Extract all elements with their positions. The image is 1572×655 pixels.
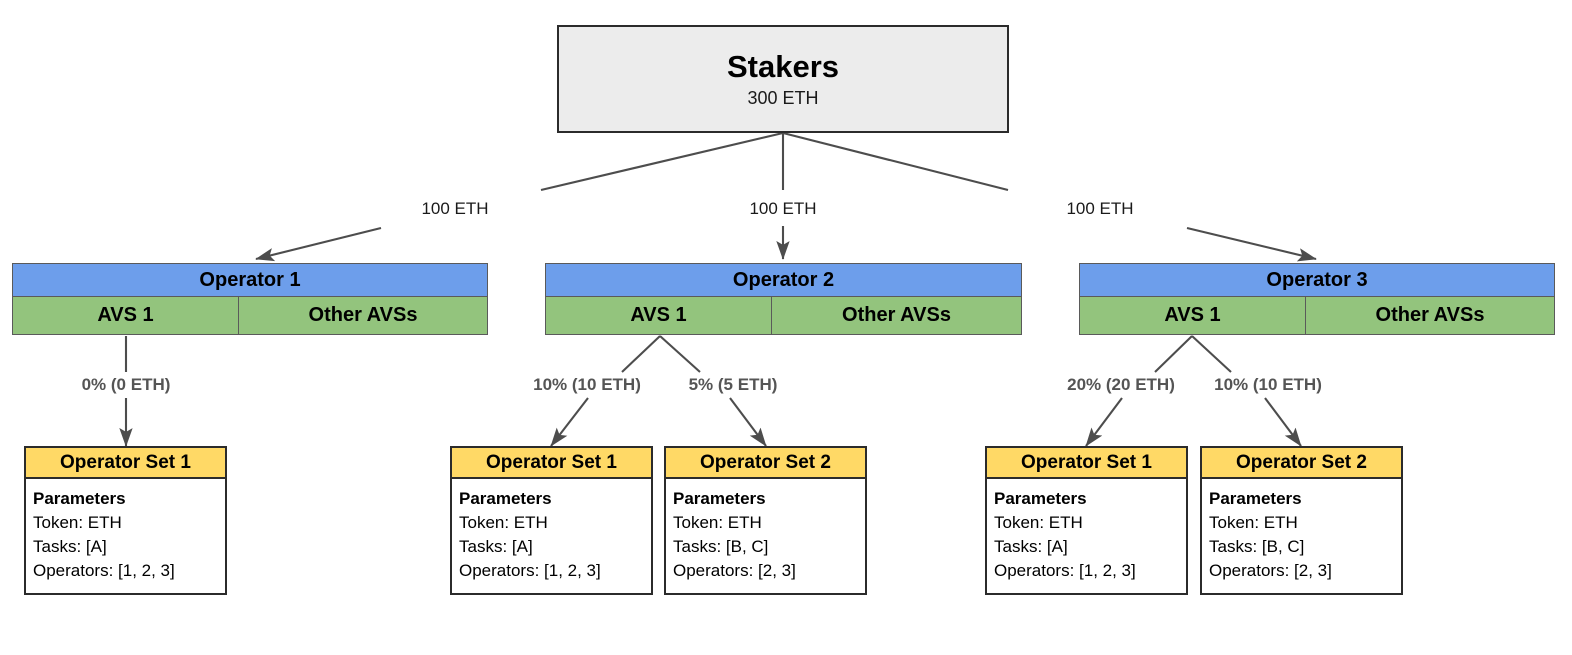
parameter-tasks: Tasks: [A] xyxy=(994,537,1068,557)
allocation-label-op3-set2: 10% (10 ETH) xyxy=(1214,375,1322,394)
operator-2-other-avss-cell[interactable]: Other AVSs xyxy=(771,297,1022,335)
operator-set-body-op3-set1: Parameters Token: ETH Tasks: [A] Operato… xyxy=(985,479,1188,595)
operator-set-title-op2-set2: Operator Set 2 xyxy=(664,446,867,479)
operator-node-3[interactable]: Operator 3 AVS 1 Other AVSs xyxy=(1079,263,1555,335)
operator-node-2[interactable]: Operator 2 AVS 1 Other AVSs xyxy=(545,263,1022,335)
operator-set-node-op3-set2[interactable]: Operator Set 2 Parameters Token: ETH Tas… xyxy=(1200,446,1403,595)
parameters-heading: Parameters xyxy=(1209,489,1302,508)
edge-label-stake-to-operator-2: 100 ETH xyxy=(749,199,817,218)
operator-set-title-op2-set1: Operator Set 1 xyxy=(450,446,653,479)
edge-stakers-to-operator-3 xyxy=(1186,226,1317,262)
operator-set-title-op1-set1: Operator Set 1 xyxy=(24,446,227,479)
parameter-operators: Operators: [1, 2, 3] xyxy=(459,561,601,581)
edge-label-stake-to-operator-1: 100 ETH xyxy=(421,199,489,218)
parameter-token: Token: ETH xyxy=(994,513,1083,533)
operator-3-other-avss-cell[interactable]: Other AVSs xyxy=(1305,297,1555,335)
operator-set-body-op2-set1: Parameters Token: ETH Tasks: [A] Operato… xyxy=(450,479,653,595)
edge-label-stake-to-operator-3: 100 ETH xyxy=(1066,199,1134,218)
edge-op2-avs-stub-right xyxy=(659,335,701,373)
parameter-tasks: Tasks: [B, C] xyxy=(1209,537,1305,557)
operator-set-body-op2-set2: Parameters Token: ETH Tasks: [B, C] Oper… xyxy=(664,479,867,595)
edge-op3-to-set2 xyxy=(1264,397,1302,447)
operator-1-avs-1-cell[interactable]: AVS 1 xyxy=(12,297,238,335)
parameter-tasks: Tasks: [A] xyxy=(459,537,533,557)
stakers-node[interactable]: Stakers 300 ETH xyxy=(557,25,1009,133)
parameter-operators: Operators: [1, 2, 3] xyxy=(33,561,175,581)
edge-op3-to-set1 xyxy=(1085,397,1123,447)
operator-set-node-op3-set1[interactable]: Operator Set 1 Parameters Token: ETH Tas… xyxy=(985,446,1188,595)
operator-2-avs-row: AVS 1 Other AVSs xyxy=(545,297,1022,335)
parameter-token: Token: ETH xyxy=(459,513,548,533)
operator-set-body-op1-set1: Parameters Token: ETH Tasks: [A] Operato… xyxy=(24,479,227,595)
operator-2-header: Operator 2 xyxy=(545,263,1022,297)
operator-1-other-avss-cell[interactable]: Other AVSs xyxy=(238,297,488,335)
operator-set-title-op3-set2: Operator Set 2 xyxy=(1200,446,1403,479)
stakers-title: Stakers xyxy=(726,48,840,84)
operator-set-node-op1-set1[interactable]: Operator Set 1 Parameters Token: ETH Tas… xyxy=(24,446,227,595)
operator-set-node-op2-set1[interactable]: Operator Set 1 Parameters Token: ETH Tas… xyxy=(450,446,653,595)
parameters-heading: Parameters xyxy=(994,489,1087,508)
allocation-label-op2-set2: 5% (5 ETH) xyxy=(688,375,778,394)
edge-stakers-trunk-left xyxy=(540,131,784,192)
edge-op2-to-set1 xyxy=(550,397,589,447)
edge-op2-to-set2 xyxy=(729,397,767,447)
operator-node-1[interactable]: Operator 1 AVS 1 Other AVSs xyxy=(12,263,488,335)
edge-op3-avs-stub-left xyxy=(1154,335,1193,373)
edge-op2-avs-stub-left xyxy=(621,335,661,373)
parameter-operators: Operators: [1, 2, 3] xyxy=(994,561,1136,581)
operator-3-avs-row: AVS 1 Other AVSs xyxy=(1079,297,1555,335)
operator-3-header: Operator 3 xyxy=(1079,263,1555,297)
parameter-tasks: Tasks: [B, C] xyxy=(673,537,769,557)
operator-3-avs-1-cell[interactable]: AVS 1 xyxy=(1079,297,1305,335)
parameter-operators: Operators: [2, 3] xyxy=(1209,561,1332,581)
operator-1-avs-row: AVS 1 Other AVSs xyxy=(12,297,488,335)
parameter-token: Token: ETH xyxy=(33,513,122,533)
parameters-heading: Parameters xyxy=(673,489,766,508)
parameters-heading: Parameters xyxy=(33,489,126,508)
operator-set-body-op3-set2: Parameters Token: ETH Tasks: [B, C] Oper… xyxy=(1200,479,1403,595)
parameters-heading: Parameters xyxy=(459,489,552,508)
operator-1-header: Operator 1 xyxy=(12,263,488,297)
allocation-label-op1-set1: 0% (0 ETH) xyxy=(81,375,171,394)
parameter-token: Token: ETH xyxy=(1209,513,1298,533)
allocation-label-op2-set1: 10% (10 ETH) xyxy=(533,375,641,394)
parameter-tasks: Tasks: [A] xyxy=(33,537,107,557)
edge-op3-avs-stub-right xyxy=(1191,335,1232,373)
parameter-token: Token: ETH xyxy=(673,513,762,533)
edge-stakers-to-operator-1 xyxy=(255,226,382,262)
operator-set-title-op3-set1: Operator Set 1 xyxy=(985,446,1188,479)
allocation-label-op3-set1: 20% (20 ETH) xyxy=(1067,375,1175,394)
edge-stakers-trunk-right xyxy=(782,131,1009,192)
operator-2-avs-1-cell[interactable]: AVS 1 xyxy=(545,297,771,335)
stakers-amount: 300 ETH xyxy=(747,87,819,108)
operator-set-node-op2-set2[interactable]: Operator Set 2 Parameters Token: ETH Tas… xyxy=(664,446,867,595)
parameter-operators: Operators: [2, 3] xyxy=(673,561,796,581)
